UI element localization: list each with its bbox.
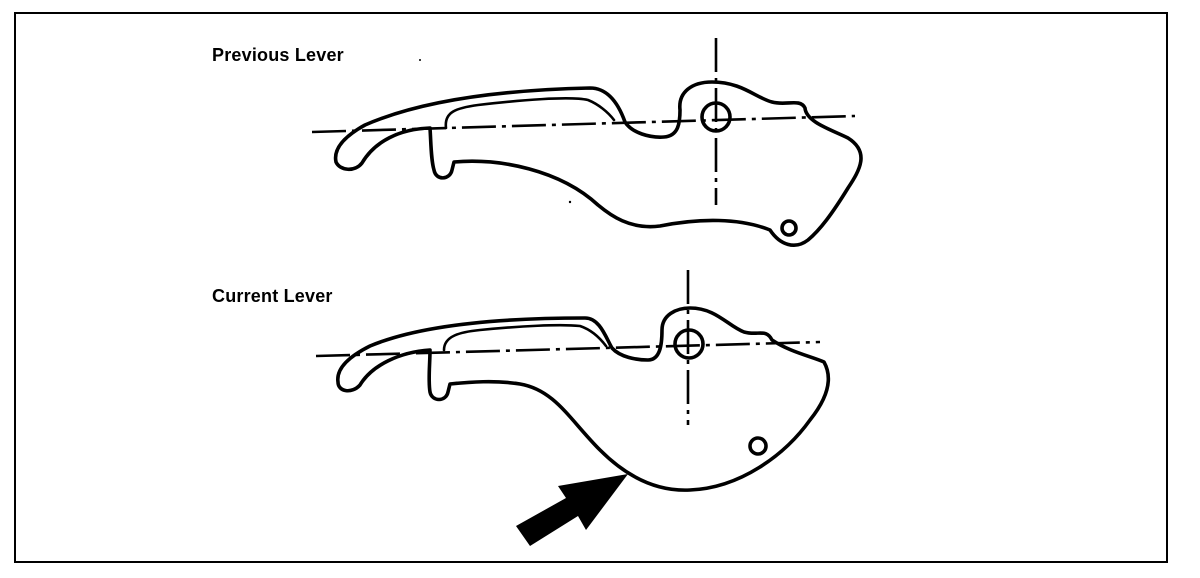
previous-lever-horizontal-centerline [311, 114, 856, 134]
previous-lever-pivot-hole [700, 101, 732, 133]
current-lever [315, 270, 831, 492]
current-lever-pivot-hole [673, 328, 705, 360]
previous-lever-outline [333, 80, 863, 247]
scan-speck [568, 200, 572, 204]
diagram-frame [14, 12, 1168, 563]
scan-speck [419, 59, 421, 61]
previous-lever-small-hole [780, 219, 798, 237]
current-lever-inner-groove [442, 323, 608, 352]
arrow-icon [516, 474, 628, 546]
previous-lever-label: Previous Lever [212, 45, 344, 65]
current-lever-horizontal-centerline [315, 340, 821, 358]
current-lever-small-hole [748, 436, 768, 456]
current-lever-label: Current Lever [212, 286, 333, 306]
current-lever-outline [336, 306, 831, 492]
previous-lever [311, 38, 863, 247]
previous-lever-inner-groove [444, 97, 616, 130]
